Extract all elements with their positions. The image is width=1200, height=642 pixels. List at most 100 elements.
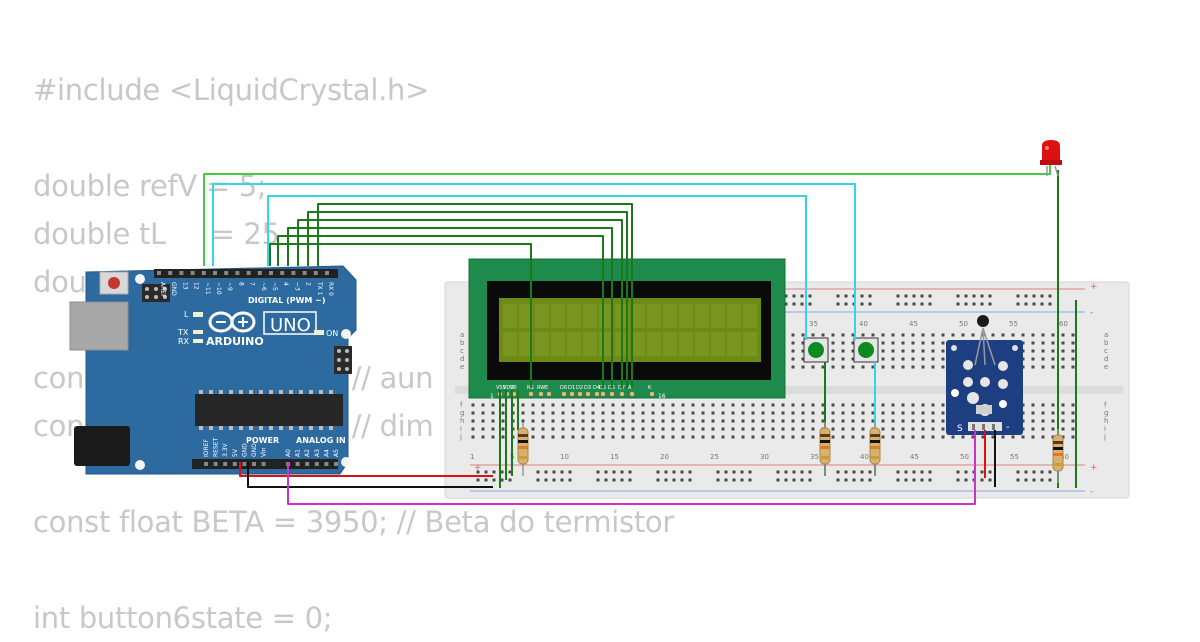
digital-pin-label: 7 — [249, 282, 256, 286]
power-pin-label: GND — [241, 443, 248, 457]
code-line: dou — [33, 265, 87, 299]
ntc-temperature-sensor[interactable]: S - — [946, 315, 1023, 435]
code-line: double refV = 5; — [33, 169, 267, 203]
digital-pin-label: RX 0 — [327, 282, 334, 296]
lcd-pin-label: E — [545, 385, 548, 391]
bb-row-letter: i — [460, 425, 462, 433]
digital-header — [154, 269, 338, 278]
bb-col-number: 60 — [1059, 320, 1068, 328]
analog-pin-label: A3 — [314, 449, 321, 457]
mount-hole — [135, 274, 145, 284]
digital-pin-label: 8 — [237, 282, 244, 286]
sensor-minus-label: - — [1006, 422, 1010, 433]
arduino-logo-icon — [208, 311, 256, 333]
lcd-pin-label: VSS — [496, 385, 506, 391]
pushbutton-2[interactable] — [853, 337, 879, 363]
bb-col-number: 1 — [470, 453, 474, 461]
lcd-pin-label: D0 — [560, 385, 567, 391]
bb-col-number: 45 — [910, 453, 919, 461]
code-line: int button6state = 0; — [33, 601, 333, 635]
digital-pin-label: TX 1 — [316, 281, 323, 296]
bb-col-number: 35 — [810, 453, 819, 461]
bb-row-letter: a — [1104, 331, 1108, 339]
code-line: const float BETA = 3950; // Beta do term… — [33, 505, 674, 539]
analog-pin-label: A4 — [323, 449, 330, 457]
resistors — [517, 422, 1064, 483]
rail-minus-label: - — [1090, 308, 1093, 318]
digital-pin-label: ~5 — [271, 282, 278, 291]
code-line: con // aun — [33, 361, 434, 395]
bb-col-number: 50 — [959, 320, 968, 328]
lcd-pin-label: K — [648, 385, 652, 391]
lcd-pin-label: D3 — [584, 385, 591, 391]
bb-col-number: 30 — [760, 453, 769, 461]
bb-row-letter: b — [460, 339, 465, 347]
bb-col-number: 60 — [1060, 453, 1069, 461]
pushbutton-1[interactable] — [803, 337, 829, 363]
bb-row-letter: e — [460, 363, 464, 371]
bb-col-number: 50 — [960, 453, 969, 461]
digital-pin-label: 2 — [305, 282, 312, 286]
lcd-pin-label: V0 — [510, 385, 517, 391]
bb-row-letter: a — [460, 331, 464, 339]
bb-row-letter: g — [1104, 409, 1108, 417]
digital-pin-label: 12 — [193, 282, 200, 290]
bb-row-letter: j — [459, 433, 462, 441]
bb-col-number: 35 — [809, 320, 818, 328]
bb-col-number: 10 — [560, 453, 569, 461]
lcd-pins — [497, 391, 655, 397]
analog-pin-label: A2 — [304, 449, 311, 457]
brand-label: ARDUINO — [206, 335, 264, 348]
digital-pin-label: ~10 — [215, 282, 222, 295]
bb-row-letter: f — [1104, 401, 1107, 409]
bb-row-letter: h — [1104, 417, 1108, 425]
code-line: double tL = 25 — [33, 217, 280, 251]
lcd-character-cells — [503, 304, 757, 356]
on-label: ON — [326, 329, 338, 338]
digital-pin-label: GND — [170, 282, 177, 296]
code-line: #include <LiquidCrystal.h> — [33, 73, 430, 107]
digital-pin-label: ~9 — [226, 282, 233, 291]
red-led[interactable] — [1040, 140, 1062, 177]
sensor-signal-label: S — [957, 424, 963, 434]
lcd-pin-last: 16 — [658, 393, 666, 400]
power-label: POWER — [246, 436, 279, 445]
mount-hole — [135, 460, 145, 470]
reset-button-cap[interactable] — [108, 277, 120, 289]
digital-pin-label: ~3 — [293, 282, 300, 291]
digital-label: DIGITAL (PWM ~) — [248, 296, 326, 305]
mount-hole — [341, 457, 351, 467]
bb-row-letter: b — [1104, 339, 1109, 347]
lcd-pin-label: VDD — [503, 385, 514, 391]
code-line: con // dim — [33, 409, 434, 443]
analog-label: ANALOG IN — [296, 436, 346, 445]
bb-col-number: 20 — [660, 453, 669, 461]
digital-pin-label: ~6 — [260, 282, 267, 291]
power-pin-label: 5V — [232, 448, 239, 457]
resistor — [517, 422, 529, 476]
mount-hole — [341, 329, 351, 339]
power-pin-label: Vin — [261, 447, 268, 457]
analog-pin-label: A5 — [333, 449, 340, 457]
power-pin-label: 3.3V — [222, 442, 229, 457]
digital-pin-label: AREF — [159, 282, 166, 298]
lcd-pin-label: D4 — [593, 385, 600, 391]
rail-plus-label-bottom: + — [474, 463, 482, 473]
bb-col-number: 40 — [860, 453, 869, 461]
bb-row-letter: j — [1103, 433, 1106, 441]
bb-row-letter: c — [1104, 347, 1108, 355]
bb-col-number: 15 — [610, 453, 619, 461]
power-pin-label: GND — [251, 443, 258, 457]
bb-col-number: 40 — [859, 320, 868, 328]
power-jack — [74, 426, 130, 466]
rail-minus-label-right: - — [1090, 487, 1093, 497]
digital-pin-label: ~11 — [204, 282, 211, 295]
usb-port — [69, 301, 129, 351]
power-pin-label: RESET — [213, 437, 220, 457]
digital-pin-label: 4 — [282, 282, 289, 286]
lcd-pin-label: D1 — [568, 385, 575, 391]
